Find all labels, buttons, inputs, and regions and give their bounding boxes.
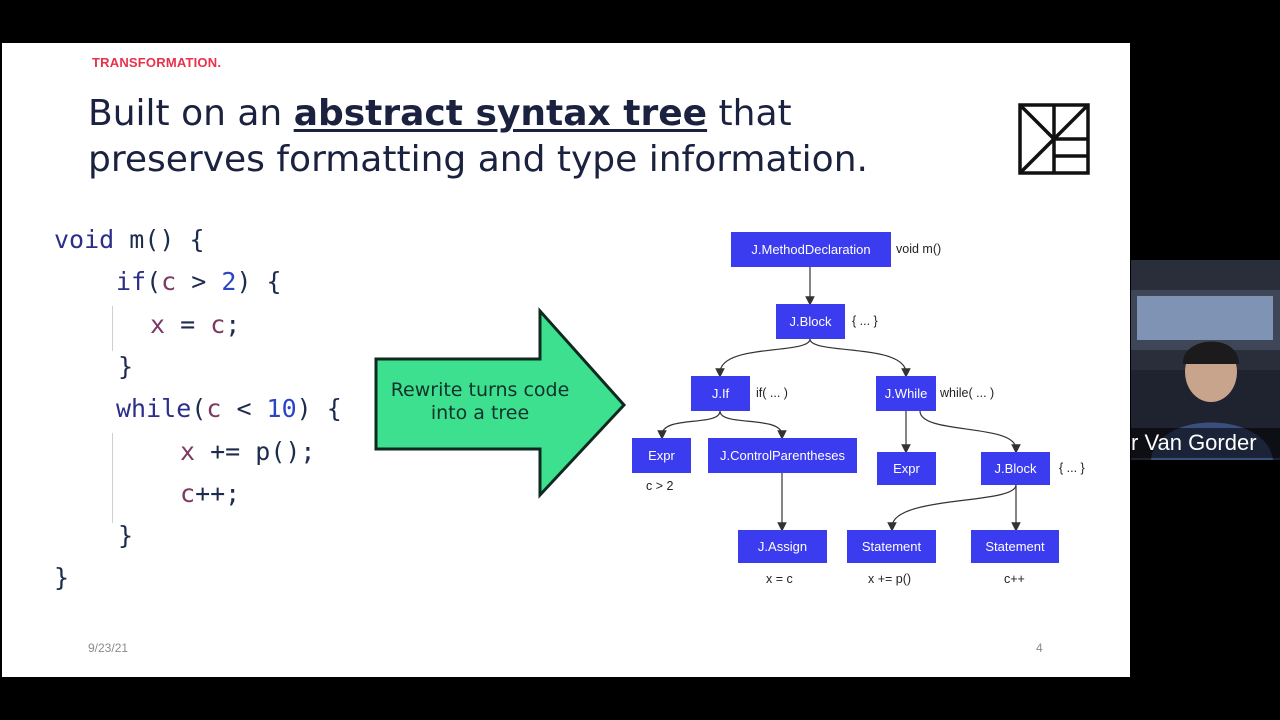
code-line-9: } — [54, 563, 70, 592]
title-part-2: that preserves formatting and type infor… — [88, 93, 868, 180]
arrow-caption: Rewrite turns code into a tree — [390, 379, 570, 424]
right-arrow-icon — [374, 307, 627, 499]
slide-title: Built on an abstract syntax tree that pr… — [88, 91, 968, 183]
node-assign: J.Assign — [738, 530, 827, 563]
node-block-top: J.Block — [776, 304, 845, 339]
webcam-video-tile[interactable]: r Van Gorder — [1131, 260, 1280, 460]
annotation-block-top: { ... } — [852, 314, 878, 328]
indent-guide — [112, 433, 113, 523]
node-block-while: J.Block — [981, 452, 1050, 485]
code-line-5: while(c < 10) { — [116, 394, 342, 423]
annotation-assign: x = c — [766, 572, 793, 586]
company-logo-icon — [1018, 103, 1090, 175]
participant-name-label: r Van Gorder — [1131, 428, 1280, 458]
code-line-3: x = c; — [150, 310, 241, 339]
annotation-block-while: { ... } — [1059, 461, 1085, 475]
annotation-method-declaration: void m() — [896, 242, 942, 256]
node-if: J.If — [691, 376, 750, 411]
annotation-if: if( ... ) — [756, 386, 788, 400]
code-line-6: x += p(); — [180, 437, 316, 466]
title-part-1: Built on an — [88, 93, 294, 134]
code-line-1: void m() { — [54, 225, 205, 254]
code-line-4: } — [118, 352, 134, 381]
node-control-parentheses: J.ControlParentheses — [708, 438, 857, 473]
annotation-statement-1: x += p() — [868, 572, 912, 586]
presentation-slide: TRANSFORMATION. Built on an abstract syn… — [2, 43, 1130, 677]
brand-label: TRANSFORMATION. — [92, 55, 222, 70]
code-line-2: if(c > 2) { — [116, 267, 282, 296]
annotation-statement-2: c++ — [1004, 572, 1025, 586]
title-emphasis: abstract syntax tree — [293, 93, 708, 134]
code-line-8: } — [118, 521, 134, 550]
node-statement-1: Statement — [847, 530, 936, 563]
syntax-tree-connectors — [657, 267, 1021, 532]
participant-video-frame — [1131, 260, 1280, 460]
slide-date: 9/23/21 — [88, 641, 129, 655]
node-statement-2: Statement — [971, 530, 1059, 563]
annotation-while: while( ... ) — [940, 386, 995, 400]
code-line-7: c++; — [180, 479, 241, 508]
node-expr-if: Expr — [632, 438, 691, 473]
node-expr-while: Expr — [877, 452, 936, 485]
annotation-expr-if: c > 2 — [646, 479, 674, 493]
node-while: J.While — [876, 376, 936, 411]
indent-guide — [112, 306, 113, 351]
slide-page-number: 4 — [1036, 641, 1043, 655]
node-method-declaration: J.MethodDeclaration — [731, 232, 891, 267]
